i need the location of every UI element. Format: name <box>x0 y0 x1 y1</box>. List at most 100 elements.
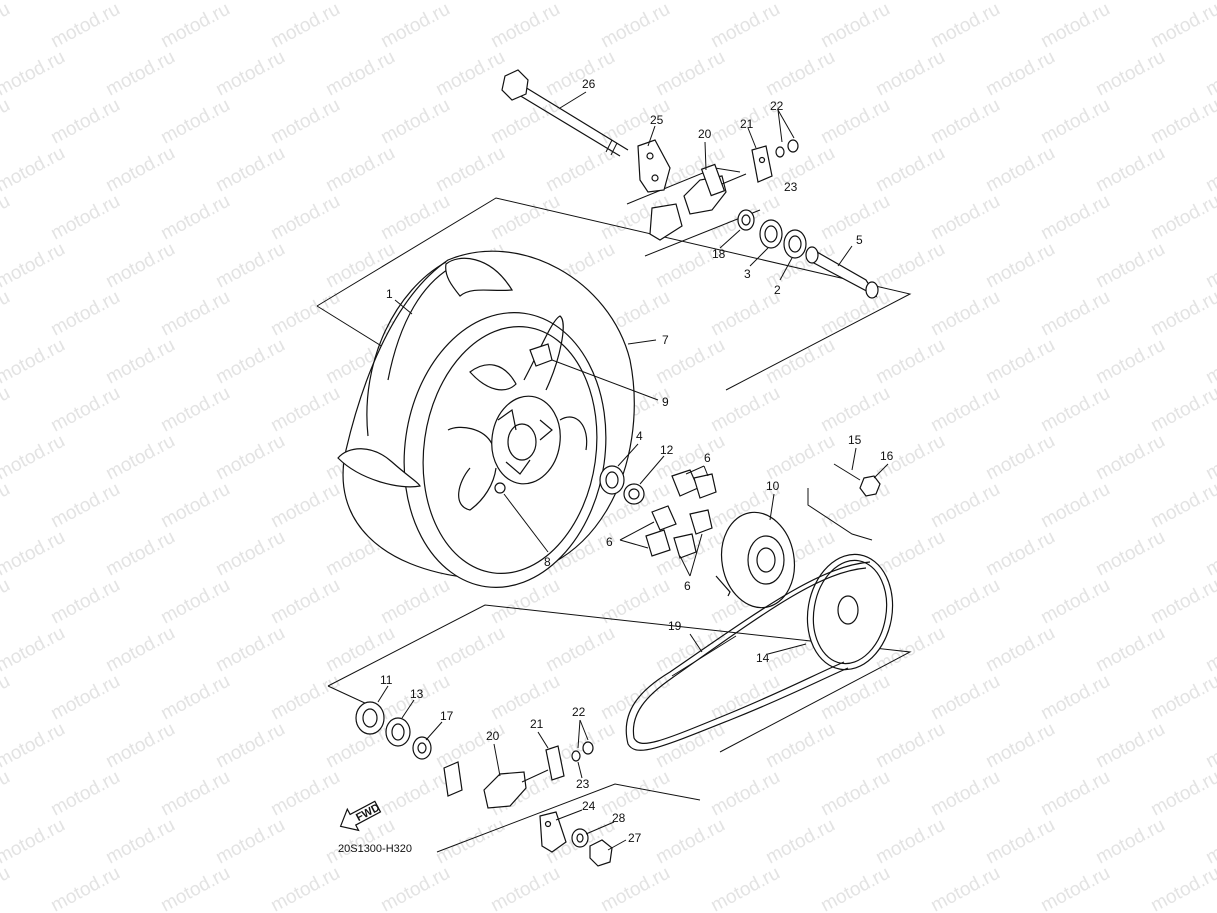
watermark-text: motod.ru <box>487 95 563 149</box>
watermark-text: motod.ru <box>47 767 123 821</box>
watermark-text: motod.ru <box>102 527 178 581</box>
watermark-text: motod.ru <box>1037 95 1113 149</box>
watermark-text: motod.ru <box>0 95 14 149</box>
watermark-text: motod.ru <box>267 191 343 245</box>
watermark-text: motod.ru <box>707 671 783 725</box>
watermark-text: motod.ru <box>597 0 673 52</box>
watermark-text: motod.ru <box>102 431 178 485</box>
watermark-text: motod.ru <box>377 191 453 245</box>
watermark-text: motod.ru <box>1037 479 1113 533</box>
callout-2: 2 <box>774 283 781 297</box>
watermark-text: motod.ru <box>872 815 948 869</box>
chain-puller-plate <box>637 139 671 193</box>
watermark-text: motod.ru <box>0 47 69 101</box>
watermark-text: motod.ru <box>1037 767 1113 821</box>
watermark-text: motod.ru <box>0 719 69 773</box>
watermark-text: motod.ru <box>1202 527 1217 581</box>
watermark-text: motod.ru <box>322 239 398 293</box>
callout-3: 3 <box>744 267 751 281</box>
watermark-text: motod.ru <box>1037 575 1113 629</box>
watermark-text: motod.ru <box>47 575 123 629</box>
watermark-text: motod.ru <box>1147 671 1217 725</box>
nut-washer-top <box>775 139 799 158</box>
watermark-text: motod.ru <box>762 431 838 485</box>
watermark-text: motod.ru <box>377 767 453 821</box>
hub-dampers <box>645 469 717 559</box>
watermark-text: motod.ru <box>707 287 783 341</box>
watermark-text: motod.ru <box>982 47 1058 101</box>
callout-19: 19 <box>668 619 682 633</box>
axle <box>501 69 629 157</box>
watermark-text: motod.ru <box>212 527 288 581</box>
watermark-text: motod.ru <box>0 287 14 341</box>
watermark-text: motod.ru <box>322 623 398 677</box>
watermark-text: motod.ru <box>872 47 948 101</box>
watermark-text: motod.ru <box>157 95 233 149</box>
callout-22-bottom: 22 <box>572 705 586 719</box>
watermark-text: motod.ru <box>1037 287 1113 341</box>
watermark-text: motod.ru <box>432 143 508 197</box>
watermark-text: motod.ru <box>432 815 508 869</box>
watermark-text: motod.ru <box>927 767 1003 821</box>
watermark-text: motod.ru <box>47 0 123 52</box>
watermark-text: motod.ru <box>1092 623 1168 677</box>
watermark-text: motod.ru <box>267 287 343 341</box>
watermark-text: motod.ru <box>432 719 508 773</box>
watermark-text: motod.ru <box>0 143 69 197</box>
watermark-text: motod.ru <box>927 575 1003 629</box>
watermark-text: motod.ru <box>47 287 123 341</box>
watermark-text: motod.ru <box>212 143 288 197</box>
callout-1: 1 <box>386 287 393 301</box>
watermark-text: motod.ru <box>982 239 1058 293</box>
watermark-text: motod.ru <box>102 143 178 197</box>
watermark-text: motod.ru <box>982 815 1058 869</box>
drive-chain <box>625 561 871 751</box>
watermark-text: motod.ru <box>212 719 288 773</box>
callout-21: 21 <box>740 117 754 131</box>
watermark-text: motod.ru <box>927 863 1003 913</box>
watermark-text: motod.ru <box>762 719 838 773</box>
callout-16: 16 <box>880 449 894 463</box>
watermark-text: motod.ru <box>982 335 1058 389</box>
watermark-text: motod.ru <box>927 383 1003 437</box>
watermark-text: motod.ru <box>322 143 398 197</box>
watermark-text: motod.ru <box>762 47 838 101</box>
callout-13: 13 <box>410 687 424 701</box>
bearing-left <box>599 465 625 495</box>
watermark-text: motod.ru <box>1202 143 1217 197</box>
watermark-text: motod.ru <box>1037 0 1113 52</box>
watermark-text: motod.ru <box>102 623 178 677</box>
watermark-text: motod.ru <box>597 575 673 629</box>
watermark-text: motod.ru <box>1147 95 1217 149</box>
oil-seal-bottom <box>385 717 411 747</box>
watermark-text: motod.ru <box>487 671 563 725</box>
collar-left <box>623 483 645 505</box>
callout-25: 25 <box>650 113 664 127</box>
watermark-text: motod.ru <box>102 239 178 293</box>
watermark-text: motod.ru <box>212 815 288 869</box>
watermark-text: motod.ru <box>432 623 508 677</box>
watermark-text: motod.ru <box>0 383 14 437</box>
callout-5: 5 <box>856 233 863 247</box>
watermark-text: motod.ru <box>597 767 673 821</box>
watermark-text: motod.ru <box>157 671 233 725</box>
watermark-text: motod.ru <box>267 0 343 52</box>
watermark-text: motod.ru <box>0 815 69 869</box>
watermark-text: motod.ru <box>487 0 563 52</box>
watermark-text: motod.ru <box>982 143 1058 197</box>
watermark-text: motod.ru <box>1202 431 1217 485</box>
callout-labels: 26 25 20 21 22 23 18 3 2 5 1 7 9 8 4 12 … <box>380 77 894 845</box>
watermark-text: motod.ru <box>432 47 508 101</box>
nut-washer-bottom <box>571 741 594 762</box>
watermark-text: motod.ru <box>212 47 288 101</box>
callout-10: 10 <box>766 479 780 493</box>
watermark-text: motod.ru <box>267 863 343 913</box>
watermark-text: motod.ru <box>1037 383 1113 437</box>
watermark-text: motod.ru <box>982 527 1058 581</box>
diagram-code: 20S1300-H320 <box>338 843 412 855</box>
callout-11: 11 <box>380 673 393 687</box>
watermark-text: motod.ru <box>47 95 123 149</box>
watermark-text: motod.ru <box>47 383 123 437</box>
watermark-text: motod.ru <box>102 335 178 389</box>
watermark-text: motod.ru <box>157 575 233 629</box>
